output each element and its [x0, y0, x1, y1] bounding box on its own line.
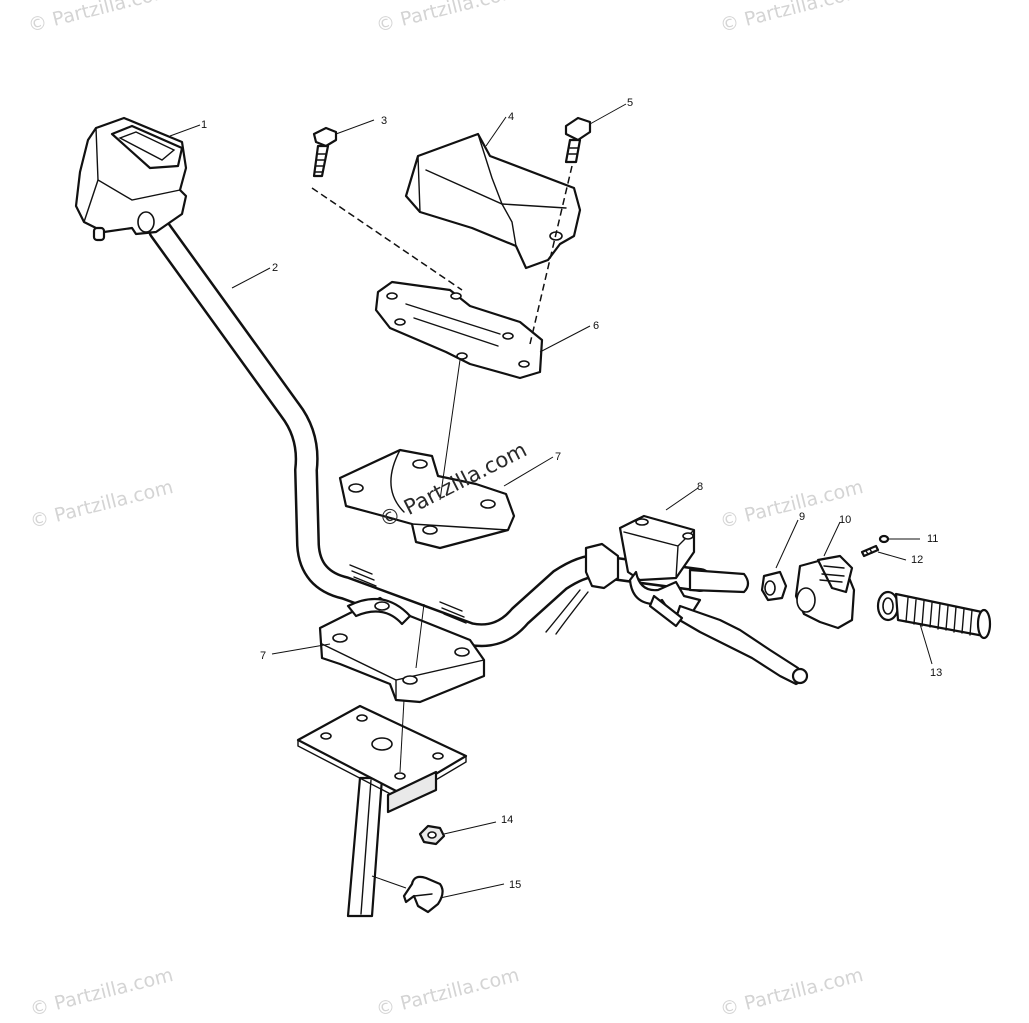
brake-master-cylinder [545, 514, 809, 686]
clip-15 [402, 875, 444, 914]
callout-8: 8 [697, 481, 703, 493]
bolt-3 [312, 126, 338, 178]
upper-clamp [338, 448, 516, 550]
callout-4: 4 [508, 111, 514, 123]
callout-14: 14 [501, 814, 513, 826]
watermark-top-left: © Partzilla.com [26, 0, 174, 37]
watermark-mid-left: © Partzilla.com [28, 476, 176, 533]
collar-9 [760, 570, 788, 602]
leader-lines [169, 103, 933, 899]
screw-11 [878, 534, 890, 544]
steering-post [346, 776, 384, 918]
bolt-5 [564, 116, 592, 164]
watermark-bottom-right: © Partzilla.com [718, 964, 866, 1021]
watermark-top-mid: © Partzilla.com [374, 0, 522, 37]
watermark-bottom-left: © Partzilla.com [28, 964, 176, 1021]
callout-7-lower: 7 [260, 650, 266, 662]
watermark-bottom-mid: © Partzilla.com [374, 964, 522, 1021]
callout-11: 11 [927, 533, 938, 545]
watermark-top-right: © Partzilla.com [718, 0, 866, 37]
callout-2: 2 [272, 262, 278, 274]
nut-14 [418, 824, 446, 846]
callout-13: 13 [930, 667, 942, 679]
handlebar-tube [148, 218, 712, 648]
callout-9: 9 [799, 511, 805, 523]
clamp-cover-plate [374, 280, 544, 380]
screw-12 [860, 544, 880, 558]
handlebar-pad [404, 132, 582, 270]
assembly-lines [311, 165, 573, 773]
callout-5: 5 [627, 97, 633, 109]
callout-1: 1 [201, 119, 207, 131]
switch-housing [74, 116, 188, 242]
callout-6: 6 [593, 320, 599, 332]
switch-assembly-10 [794, 554, 856, 630]
callout-10: 10 [839, 514, 851, 526]
callout-15: 15 [509, 879, 521, 891]
callout-12: 12 [911, 554, 923, 566]
callout-labels: 1 2 3 4 5 6 7 7 8 9 10 11 12 13 14 15 [201, 97, 942, 891]
callout-3: 3 [381, 115, 387, 127]
lower-clamp [318, 596, 486, 704]
mount-plate [296, 704, 468, 814]
callout-7-upper: 7 [555, 451, 561, 463]
grip-13 [876, 590, 992, 640]
